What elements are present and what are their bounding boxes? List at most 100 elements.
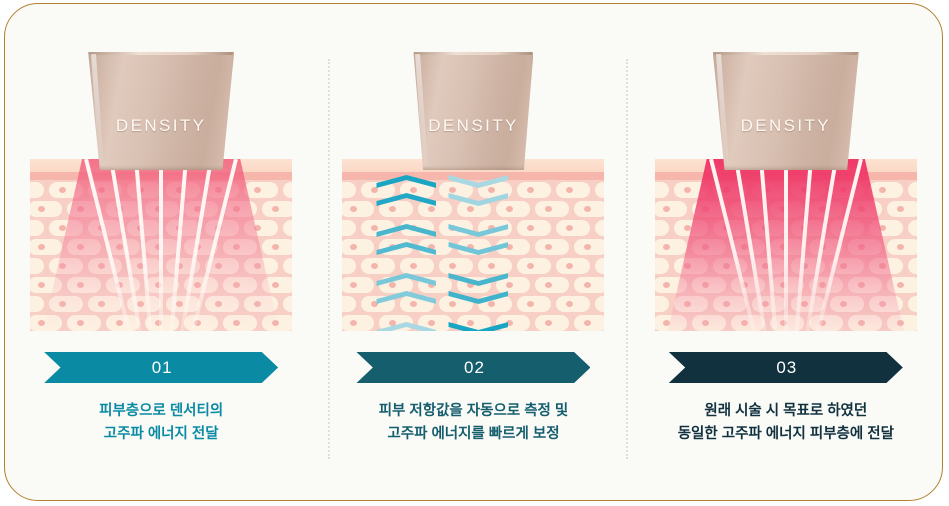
skin-cell [907,219,917,236]
skin-cell [535,314,570,331]
skin-cell-row [654,294,917,313]
cell-nucleus [410,186,418,193]
cell-nucleus [488,262,496,269]
skin-cell [379,314,414,331]
skin-cell [30,200,63,217]
step-number-01: 01 [151,357,173,377]
skin-cell [262,200,293,217]
skin-cell [496,200,531,217]
skin-cell [166,257,201,274]
cell-nucleus [350,205,358,212]
cell-nucleus [683,300,691,307]
skin-cell [691,238,726,255]
cell-nucleus [545,281,553,288]
cell-nucleus [176,300,184,307]
skin-cell [439,219,474,236]
step-banner-01: 01 [44,352,279,383]
cell-nucleus [233,319,241,326]
cell-nucleus [98,262,106,269]
skin-cell [49,295,84,312]
cell-nucleus [779,243,787,250]
skin-cross-section-03 [654,159,917,331]
skin-cell [30,295,45,312]
cell-nucleus [467,319,475,326]
cell-nucleus [818,281,826,288]
skin-cell-row [654,256,917,275]
skin-cell [223,200,258,217]
handpiece-gloss [716,54,730,168]
skin-cell [106,314,141,331]
skin-cell [712,295,747,312]
skin-cell [769,200,804,217]
step-caption-01: 피부층으로 덴서티의 고주파 에너지 전달 [99,403,224,442]
skin-cell [829,295,864,312]
cell-nucleus [467,281,475,288]
skin-cell [691,276,726,293]
cell-nucleus [77,319,85,326]
skin-cell [790,257,825,274]
cell-nucleus [761,186,769,193]
cell-nucleus [722,300,730,307]
skin-cell [730,238,765,255]
dermis-layer [342,180,605,331]
skin-cell [106,200,141,217]
cell-nucleus [818,243,826,250]
cell-nucleus [545,205,553,212]
skin-cell [205,257,240,274]
skin-cell [262,238,293,255]
skin-cell [907,257,917,274]
cell-nucleus [233,243,241,250]
cell-nucleus [761,262,769,269]
cell-nucleus [878,300,886,307]
cell-nucleus [683,224,691,231]
skin-cell [751,295,786,312]
panel-divider-2 [626,59,630,459]
skin-cell [907,181,917,198]
cell-nucleus [176,186,184,193]
panel-02: DENSITY 02 피부 저항값을 자동으로 측정 및 고주파 에너지를 빠르… [317,4,629,500]
skin-cell [673,181,708,198]
handpiece-device-02: DENSITY [413,52,534,170]
cell-nucleus [662,205,670,212]
cell-nucleus [389,281,397,288]
skin-cell [418,238,453,255]
cell-nucleus [527,224,535,231]
cell-nucleus [176,224,184,231]
skin-cell [184,200,219,217]
skin-cell [379,276,414,293]
papillary-layer [30,172,293,180]
skin-cell [790,219,825,236]
cell-nucleus [683,262,691,269]
cell-nucleus [896,319,904,326]
skin-cell [496,276,531,293]
cell-nucleus [839,300,847,307]
skin-cell [49,257,84,274]
skin-cell [361,219,396,236]
cell-nucleus [449,262,457,269]
diagram-01: DENSITY [30,52,293,334]
skin-cell [342,200,375,217]
skin-cell [478,295,513,312]
skin-cell [847,238,882,255]
skin-cell [478,219,513,236]
skin-cell [457,276,492,293]
cell-nucleus [155,205,163,212]
skin-cell [769,276,804,293]
cell-nucleus [722,186,730,193]
skin-cell [400,181,435,198]
diagram-03: DENSITY [654,52,917,334]
cell-nucleus [701,281,709,288]
skin-cell [654,200,687,217]
cell-nucleus [800,224,808,231]
cell-nucleus [545,243,553,250]
skin-cell [769,314,804,331]
skin-cell [595,295,605,312]
cell-nucleus [449,224,457,231]
cell-nucleus [857,281,865,288]
skin-cell-row [654,199,917,218]
skin-cell [67,314,102,331]
skin-cell-row [342,294,605,313]
skin-cell-row [30,275,293,294]
cell-nucleus [254,224,262,231]
skin-cell [127,257,162,274]
